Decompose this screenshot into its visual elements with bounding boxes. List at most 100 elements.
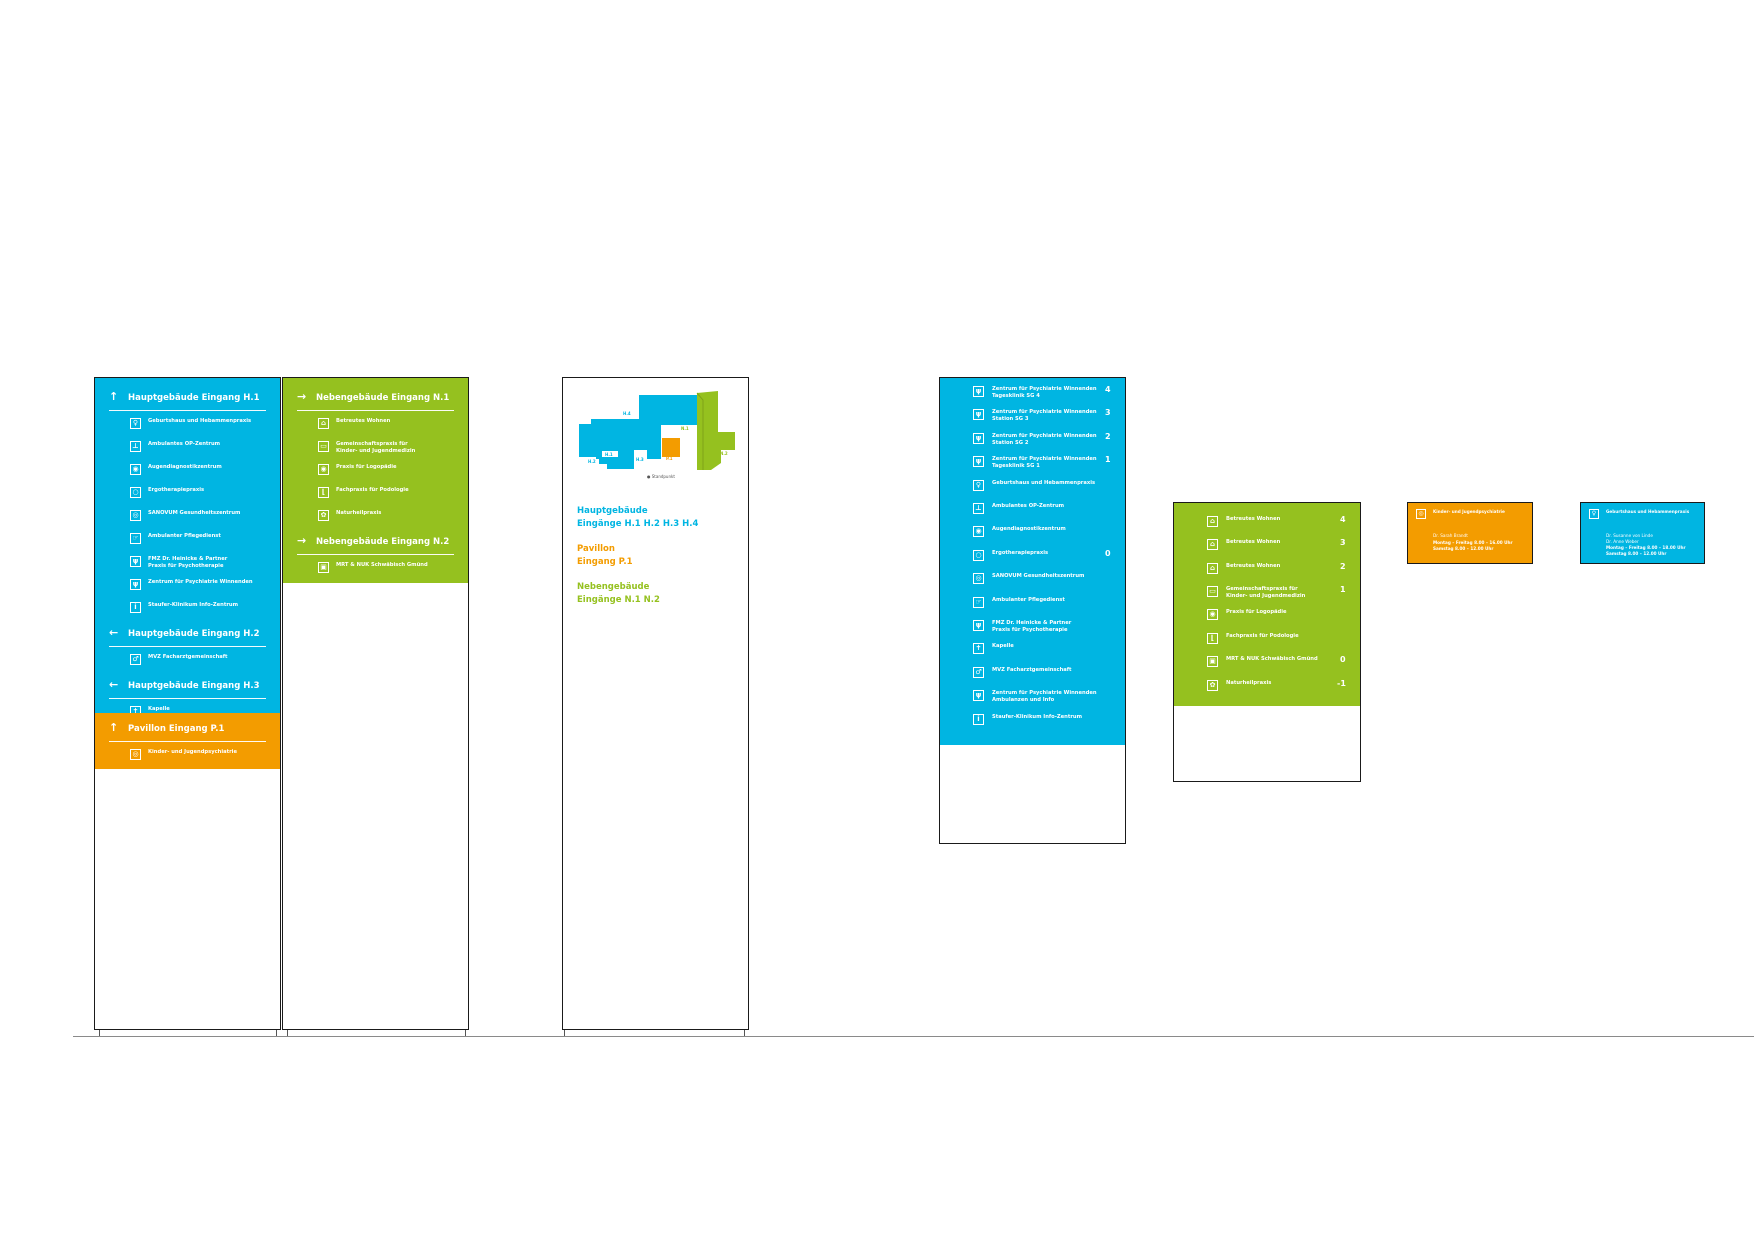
directory-row: ⊥ Ambulantes OP-Zentrum	[940, 497, 1125, 520]
naturopathy-icon: ✿	[1207, 680, 1218, 691]
item-label: Naturheilpraxis	[1226, 680, 1272, 686]
item-label: Zentrum für Psychiatrie Winnenden Ambula…	[992, 690, 1097, 703]
directory-row: ◉Augendiagnostikzentrum	[940, 520, 1125, 543]
door-sign-birth-house: ♀ Geburtshaus und Hebammenpraxis Dr. Sus…	[1580, 502, 1705, 564]
assisted-living-icon: ⌂	[1207, 539, 1218, 550]
item-label: Geburtshaus und Hebammenpraxis	[148, 418, 252, 424]
care-service-icon: ☞	[973, 597, 984, 608]
site-map: H.4 H.1 H.2 H.3 P.1 N.1 N.2 ● Standpunkt	[579, 391, 735, 479]
directory-row: ♀Geburtshaus und Hebammenpraxis	[940, 474, 1125, 497]
you-are-here-label: ● Standpunkt	[647, 474, 675, 479]
directory-row: ◎SANOVUM Gesundheitszentrum	[940, 567, 1125, 590]
psychiatry-icon: ψ	[130, 579, 141, 590]
item-label: Zentrum für Psychiatrie Winnenden Tagesk…	[992, 456, 1097, 469]
item-label: Betreutes Wohnen	[336, 418, 391, 424]
arrow-up-icon: ↑	[109, 390, 119, 403]
item-label: Fachpraxis für Podologie	[336, 487, 409, 493]
section-header: ←Hauptgebäude Eingang H.3	[109, 670, 266, 699]
floor-number: 0	[1340, 655, 1346, 664]
item-label: MVZ Facharztgemeinschaft	[992, 667, 1072, 673]
list-item: ⌂Betreutes Wohnen	[283, 411, 468, 434]
item-label: SANOVUM Gesundheitszentrum	[148, 510, 241, 516]
map-label-h1: H.1	[605, 452, 613, 457]
door-sign-hours: Montag – Freitag 8.00 – 18.00 Uhr Samsta…	[1606, 545, 1686, 556]
arrow-left-icon: ←	[109, 626, 119, 639]
section-header: →Nebengebäude Eingang N.2	[297, 526, 454, 555]
assisted-living-icon: ⌂	[1207, 516, 1218, 527]
speech-therapy-icon: ◉	[1207, 609, 1218, 620]
map-edge	[696, 392, 704, 470]
section-header: ↑Hauptgebäude Eingang H.1	[109, 382, 266, 411]
item-label: Kapelle	[992, 643, 1014, 649]
floor-number: 1	[1340, 585, 1346, 594]
map-label-box	[634, 457, 647, 462]
arrow-left-icon: ←	[109, 678, 119, 691]
section-header: ↑Pavillon Eingang P.1	[109, 713, 266, 742]
floor-number: 4	[1340, 515, 1346, 524]
section-h1: ↑Hauptgebäude Eingang H.1 ♀Geburtshaus u…	[95, 382, 280, 618]
item-label: Naturheilpraxis	[336, 510, 382, 516]
item-label: MVZ Facharztgemeinschaft	[148, 654, 228, 660]
map-label-h4: H.4	[623, 411, 631, 416]
item-label: SANOVUM Gesundheitszentrum	[992, 573, 1085, 579]
door-sign-hours: Montag – Freitag 8.00 – 16.00 Uhr Samsta…	[1433, 540, 1513, 551]
directory-row: ▭Gemeinschaftspraxis für Kinder- und Jug…	[1174, 580, 1360, 603]
item-label: Augendiagnostikzentrum	[992, 526, 1066, 532]
item-label: Augendiagnostikzentrum	[148, 464, 222, 470]
item-label: Staufer-Klinikum Info-Zentrum	[148, 602, 239, 608]
podiatry-icon: ⌊	[1207, 633, 1218, 644]
map-line-pavillon-title: Pavillon	[577, 544, 615, 554]
psychiatry-icon: ψ	[973, 409, 984, 420]
list-item: ✿ Naturheilpraxis	[283, 503, 468, 526]
naturopathy-icon: ✿	[318, 510, 329, 521]
arrow-right-icon: →	[297, 390, 307, 403]
item-label: Staufer-Klinikum Info-Zentrum	[992, 714, 1083, 720]
specialist-icon: ♂	[130, 654, 141, 665]
floor-number: 0	[1105, 549, 1111, 558]
item-label: Ergotherapiepraxis	[148, 487, 205, 493]
section-title: Hauptgebäude Eingang H.2	[128, 629, 260, 639]
ground-line	[73, 1036, 1754, 1037]
item-label: Praxis für Logopädie	[336, 464, 397, 470]
list-item: ◎SANOVUM Gesundheitszentrum	[95, 503, 280, 526]
map-label-n2: N.2	[720, 451, 728, 456]
surgery-icon: ⊥	[130, 441, 141, 452]
list-item: ♂ MVZ Facharztgemeinschaft	[95, 647, 280, 670]
directory-row: ◉Praxis für Logopädie	[1174, 603, 1360, 626]
item-label: Ambulanter Pflegedienst	[992, 597, 1065, 603]
orange-panel: ↑Pavillon Eingang P.1 ◎Kinder- und Jugen…	[95, 713, 280, 769]
arrow-up-icon: ↑	[109, 721, 119, 734]
floor-number: 4	[1105, 385, 1111, 394]
map-building-h4	[639, 395, 697, 425]
item-label: Geburtshaus und Hebammenpraxis	[992, 480, 1096, 486]
speech-therapy-icon: ◉	[318, 464, 329, 475]
map-building-n1	[697, 391, 735, 470]
map-building-p1	[662, 438, 680, 457]
floor-number: 2	[1340, 562, 1346, 571]
item-label: Ambulantes OP-Zentrum	[992, 503, 1065, 509]
map-label-n1: N.1	[681, 426, 689, 431]
map-building-h3	[647, 425, 661, 459]
surgery-icon: ⊥	[973, 503, 984, 514]
eye-icon: ◉	[130, 464, 141, 475]
item-label: Betreutes Wohnen	[1226, 516, 1281, 522]
list-item: ◉ Praxis für Logopädie	[283, 457, 468, 480]
stele-side-building: →Nebengebäude Eingang N.1 ⌂Betreutes Woh…	[282, 377, 469, 1030]
map-line-main-title: Hauptgebäude	[577, 506, 648, 516]
map-line-main-entrances: Eingänge H.1 H.2 H.3 H.4	[577, 519, 699, 529]
mri-icon: ▣	[318, 562, 329, 573]
list-item: ◎Kinder- und Jugendpsychiatrie	[95, 742, 280, 765]
item-label: MRT & NUK Schwäbisch Gmünd	[1226, 656, 1318, 662]
